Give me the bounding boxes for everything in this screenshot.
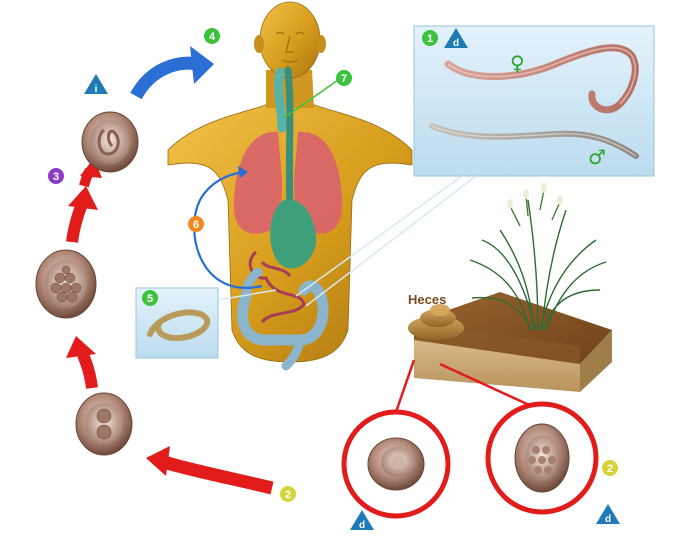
male-symbol: ♂	[588, 145, 606, 169]
svg-text:4: 4	[209, 31, 216, 43]
esophagus	[284, 66, 294, 214]
svg-text:2: 2	[285, 489, 291, 501]
badge-step-4: 4	[204, 28, 220, 44]
lung-right	[294, 131, 343, 234]
badge-step-1: 1	[422, 30, 438, 46]
svg-text:d: d	[453, 38, 459, 49]
grass-tuft	[469, 189, 607, 331]
fertilized-egg-zoom	[341, 409, 451, 519]
face-nose	[285, 35, 294, 53]
step7-pointer	[283, 79, 339, 119]
unfertilized-egg-zoom	[485, 401, 599, 515]
female-symbol: ♀	[510, 51, 525, 75]
face-eyes	[275, 31, 305, 35]
marker-i: i	[84, 74, 108, 95]
panel-connector-2	[305, 175, 477, 307]
badge-step-2-bottom: 2	[280, 486, 296, 502]
badge-step-7: 7	[336, 70, 352, 86]
svg-text:i: i	[95, 84, 98, 95]
colon-up	[241, 267, 263, 301]
ingestion-arrow	[130, 56, 200, 100]
larva-connector	[217, 289, 277, 301]
egg-morula	[35, 249, 97, 319]
egg-embryonated	[81, 111, 139, 173]
red-cycle-arrows	[66, 158, 274, 495]
stomach	[270, 199, 316, 269]
svg-text:7: 7	[341, 73, 347, 85]
adult-worms-panel: ♀ ♂	[413, 25, 655, 177]
human-body	[167, 1, 413, 371]
feces	[408, 304, 464, 340]
panel-connector-1	[295, 175, 463, 297]
badge-step-5: 5	[142, 290, 158, 306]
heces-label: Heces	[408, 292, 446, 307]
badge-step-6: 6	[188, 216, 204, 232]
zoom-line-right	[439, 362, 541, 412]
marker-d-left: d	[350, 510, 374, 531]
grass-seed-heads	[507, 183, 563, 209]
svg-text:6: 6	[193, 219, 199, 231]
svg-text:d: d	[359, 520, 365, 531]
ear-right	[316, 35, 326, 53]
svg-text:d: d	[605, 514, 611, 525]
migration-arrow-head	[238, 166, 248, 178]
ear-left	[254, 35, 264, 53]
svg-text:2: 2	[607, 463, 613, 475]
lung-left	[233, 131, 282, 234]
larva	[147, 309, 211, 342]
marker-d-top: d	[444, 28, 468, 49]
face-mouth	[281, 59, 299, 63]
zoom-line-left	[394, 359, 416, 413]
svg-text:1: 1	[427, 33, 433, 45]
head	[259, 1, 321, 79]
migration-arrow	[193, 170, 263, 289]
badge-step-2-right: 2	[602, 460, 618, 476]
large-intestine	[237, 280, 329, 346]
colon-down	[281, 335, 305, 371]
marker-d-right: d	[596, 504, 620, 525]
small-intestine	[248, 250, 306, 324]
badge-step-3: 3	[48, 168, 64, 184]
trachea	[274, 67, 287, 133]
svg-text:5: 5	[147, 293, 153, 305]
svg-text:3: 3	[53, 171, 59, 183]
ingestion-arrow-head	[190, 46, 214, 84]
egg-two-cell	[75, 392, 133, 456]
